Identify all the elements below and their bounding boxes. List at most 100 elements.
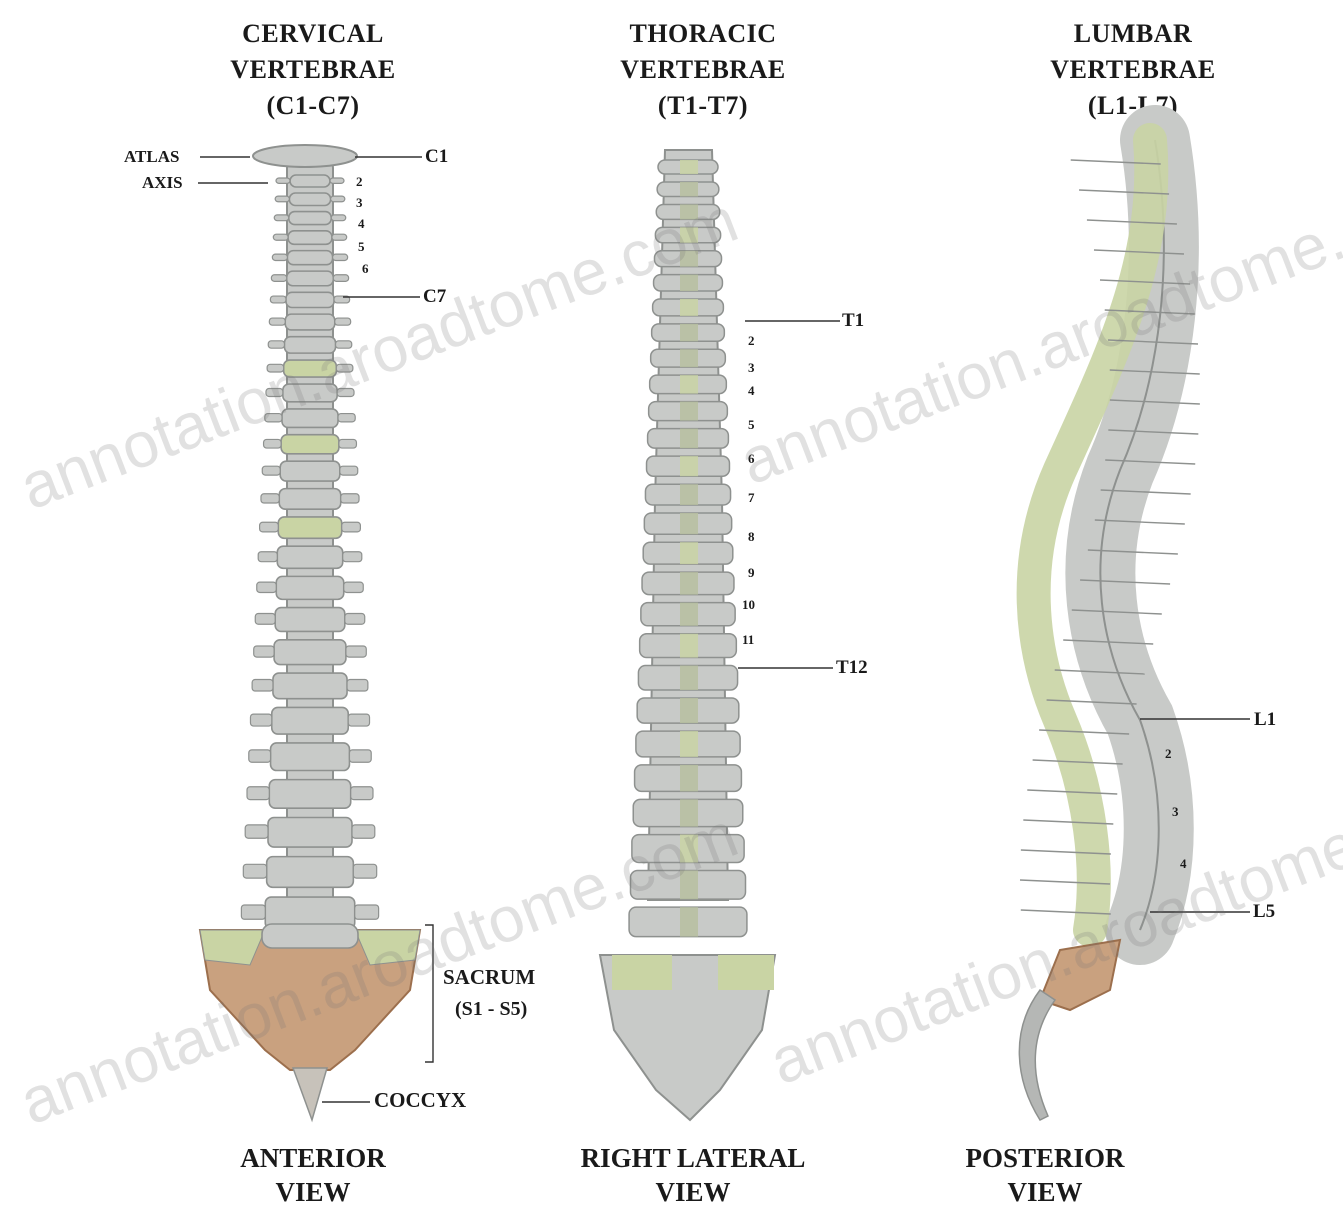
anterior-vertebra <box>289 193 330 205</box>
lateral-spinous-process <box>680 513 698 534</box>
lateral-spinous-process <box>680 484 698 505</box>
lateral-spinous-process <box>680 275 698 291</box>
thoracic-number-3: 3 <box>748 361 755 375</box>
anterior-vertebra <box>268 818 352 848</box>
anterior-vertebra <box>267 857 354 888</box>
anterior-transverse-process <box>348 714 369 726</box>
anterior-transverse-process <box>267 364 284 372</box>
anterior-transverse-process <box>260 522 279 532</box>
coccyx <box>293 1068 327 1120</box>
anterior-transverse-process <box>254 646 274 657</box>
cervical-number-2: 2 <box>356 175 363 189</box>
l5-label: L5 <box>1253 901 1275 923</box>
sacrum-bracket <box>425 925 433 1062</box>
anterior-transverse-process <box>345 614 365 625</box>
lateral-spinous-process <box>680 204 698 219</box>
anterior-vertebra <box>279 489 340 510</box>
thoracic-number-7: 7 <box>748 491 755 505</box>
anterior-transverse-process <box>333 275 348 282</box>
lateral-spinous-process <box>680 907 698 936</box>
lateral-spinous-process <box>680 634 698 658</box>
anterior-transverse-process <box>241 905 265 919</box>
cervical-number-3: 3 <box>356 196 363 210</box>
anterior-transverse-process <box>249 750 271 762</box>
anterior-transverse-process <box>243 864 266 878</box>
anterior-view-caption: ANTERIOR VIEW <box>163 1141 463 1209</box>
anterior-transverse-process <box>247 787 269 800</box>
anterior-transverse-process <box>262 466 280 475</box>
posterior-view-caption: POSTERIOR VIEW <box>895 1141 1195 1209</box>
anterior-transverse-process <box>338 414 355 422</box>
anterior-column <box>287 150 333 930</box>
lumbar-number-2: 2 <box>1165 747 1172 761</box>
lateral-spinous-process <box>680 402 698 421</box>
anterior-transverse-process <box>258 552 277 562</box>
anterior-vertebra <box>269 780 350 809</box>
lateral-spinous-process <box>680 429 698 449</box>
anterior-transverse-process <box>255 614 275 625</box>
t12-label: T12 <box>836 657 868 679</box>
anterior-vertebra <box>280 461 340 481</box>
anterior-transverse-process <box>273 234 288 240</box>
lateral-spinous-process <box>680 251 698 267</box>
lateral-sacrum-highlight-right <box>718 955 774 990</box>
c7-label: C7 <box>423 286 446 308</box>
anterior-vertebra <box>288 231 332 245</box>
anterior-transverse-process <box>353 864 376 878</box>
anterior-transverse-process <box>336 364 353 372</box>
anterior-transverse-process <box>268 341 284 348</box>
anterior-transverse-process <box>333 254 348 260</box>
anterior-transverse-process <box>266 389 283 397</box>
anterior-vertebra <box>281 435 339 454</box>
lateral-sacrum-highlight-left <box>612 955 672 990</box>
anterior-transverse-process <box>340 466 358 475</box>
lateral-spinous-process <box>680 871 698 900</box>
anterior-vertebra <box>282 409 338 427</box>
anterior-vertebra <box>289 212 332 225</box>
lateral-spinous-process <box>680 731 698 757</box>
t1-label: T1 <box>842 310 864 332</box>
thoracic-number-4: 4 <box>748 384 755 398</box>
anterior-vertebra <box>284 337 335 353</box>
anterior-transverse-process <box>351 787 373 800</box>
thoracic-number-10: 10 <box>742 598 755 612</box>
anterior-transverse-process <box>341 494 359 503</box>
anterior-vertebra <box>272 707 348 734</box>
anterior-vertebra <box>286 292 334 307</box>
anterior-vertebra <box>271 743 350 771</box>
anterior-vertebra <box>274 640 346 665</box>
anterior-transverse-process <box>331 196 345 202</box>
l1-label: L1 <box>1254 709 1276 731</box>
cervical-number-4: 4 <box>358 217 365 231</box>
anterior-transverse-process <box>344 582 363 592</box>
thoracic-number-2: 2 <box>748 334 755 348</box>
anterior-vertebra <box>277 546 342 568</box>
anterior-transverse-process <box>343 552 362 562</box>
anterior-transverse-process <box>330 178 344 183</box>
anterior-vertebra <box>273 673 347 699</box>
anterior-vertebra <box>290 175 330 187</box>
thoracic-number-8: 8 <box>748 530 755 544</box>
anterior-vertebra <box>278 517 341 538</box>
thoracic-number-11: 11 <box>742 633 754 647</box>
anterior-transverse-process <box>250 714 271 726</box>
lumbar-number-4: 4 <box>1180 857 1187 871</box>
lateral-spinous-process <box>680 324 698 341</box>
anterior-vertebra <box>275 608 345 632</box>
anterior-vertebra <box>284 360 337 377</box>
c1-label: C1 <box>425 146 448 168</box>
anterior-transverse-process <box>336 341 352 348</box>
lateral-spinous-process <box>680 182 698 196</box>
thoracic-number-9: 9 <box>748 566 755 580</box>
lateral-spinous-process <box>680 456 698 476</box>
atlas-vertebra <box>253 145 357 167</box>
anterior-transverse-process <box>269 318 285 325</box>
anterior-transverse-process <box>274 215 289 221</box>
lateral-spinous-process <box>680 349 698 367</box>
anterior-transverse-process <box>245 825 268 838</box>
posterior-coccyx <box>1019 990 1055 1120</box>
anterior-transverse-process <box>261 494 279 503</box>
lateral-spinous-process <box>680 572 698 595</box>
sacrum-label: SACRUM <box>443 966 535 988</box>
